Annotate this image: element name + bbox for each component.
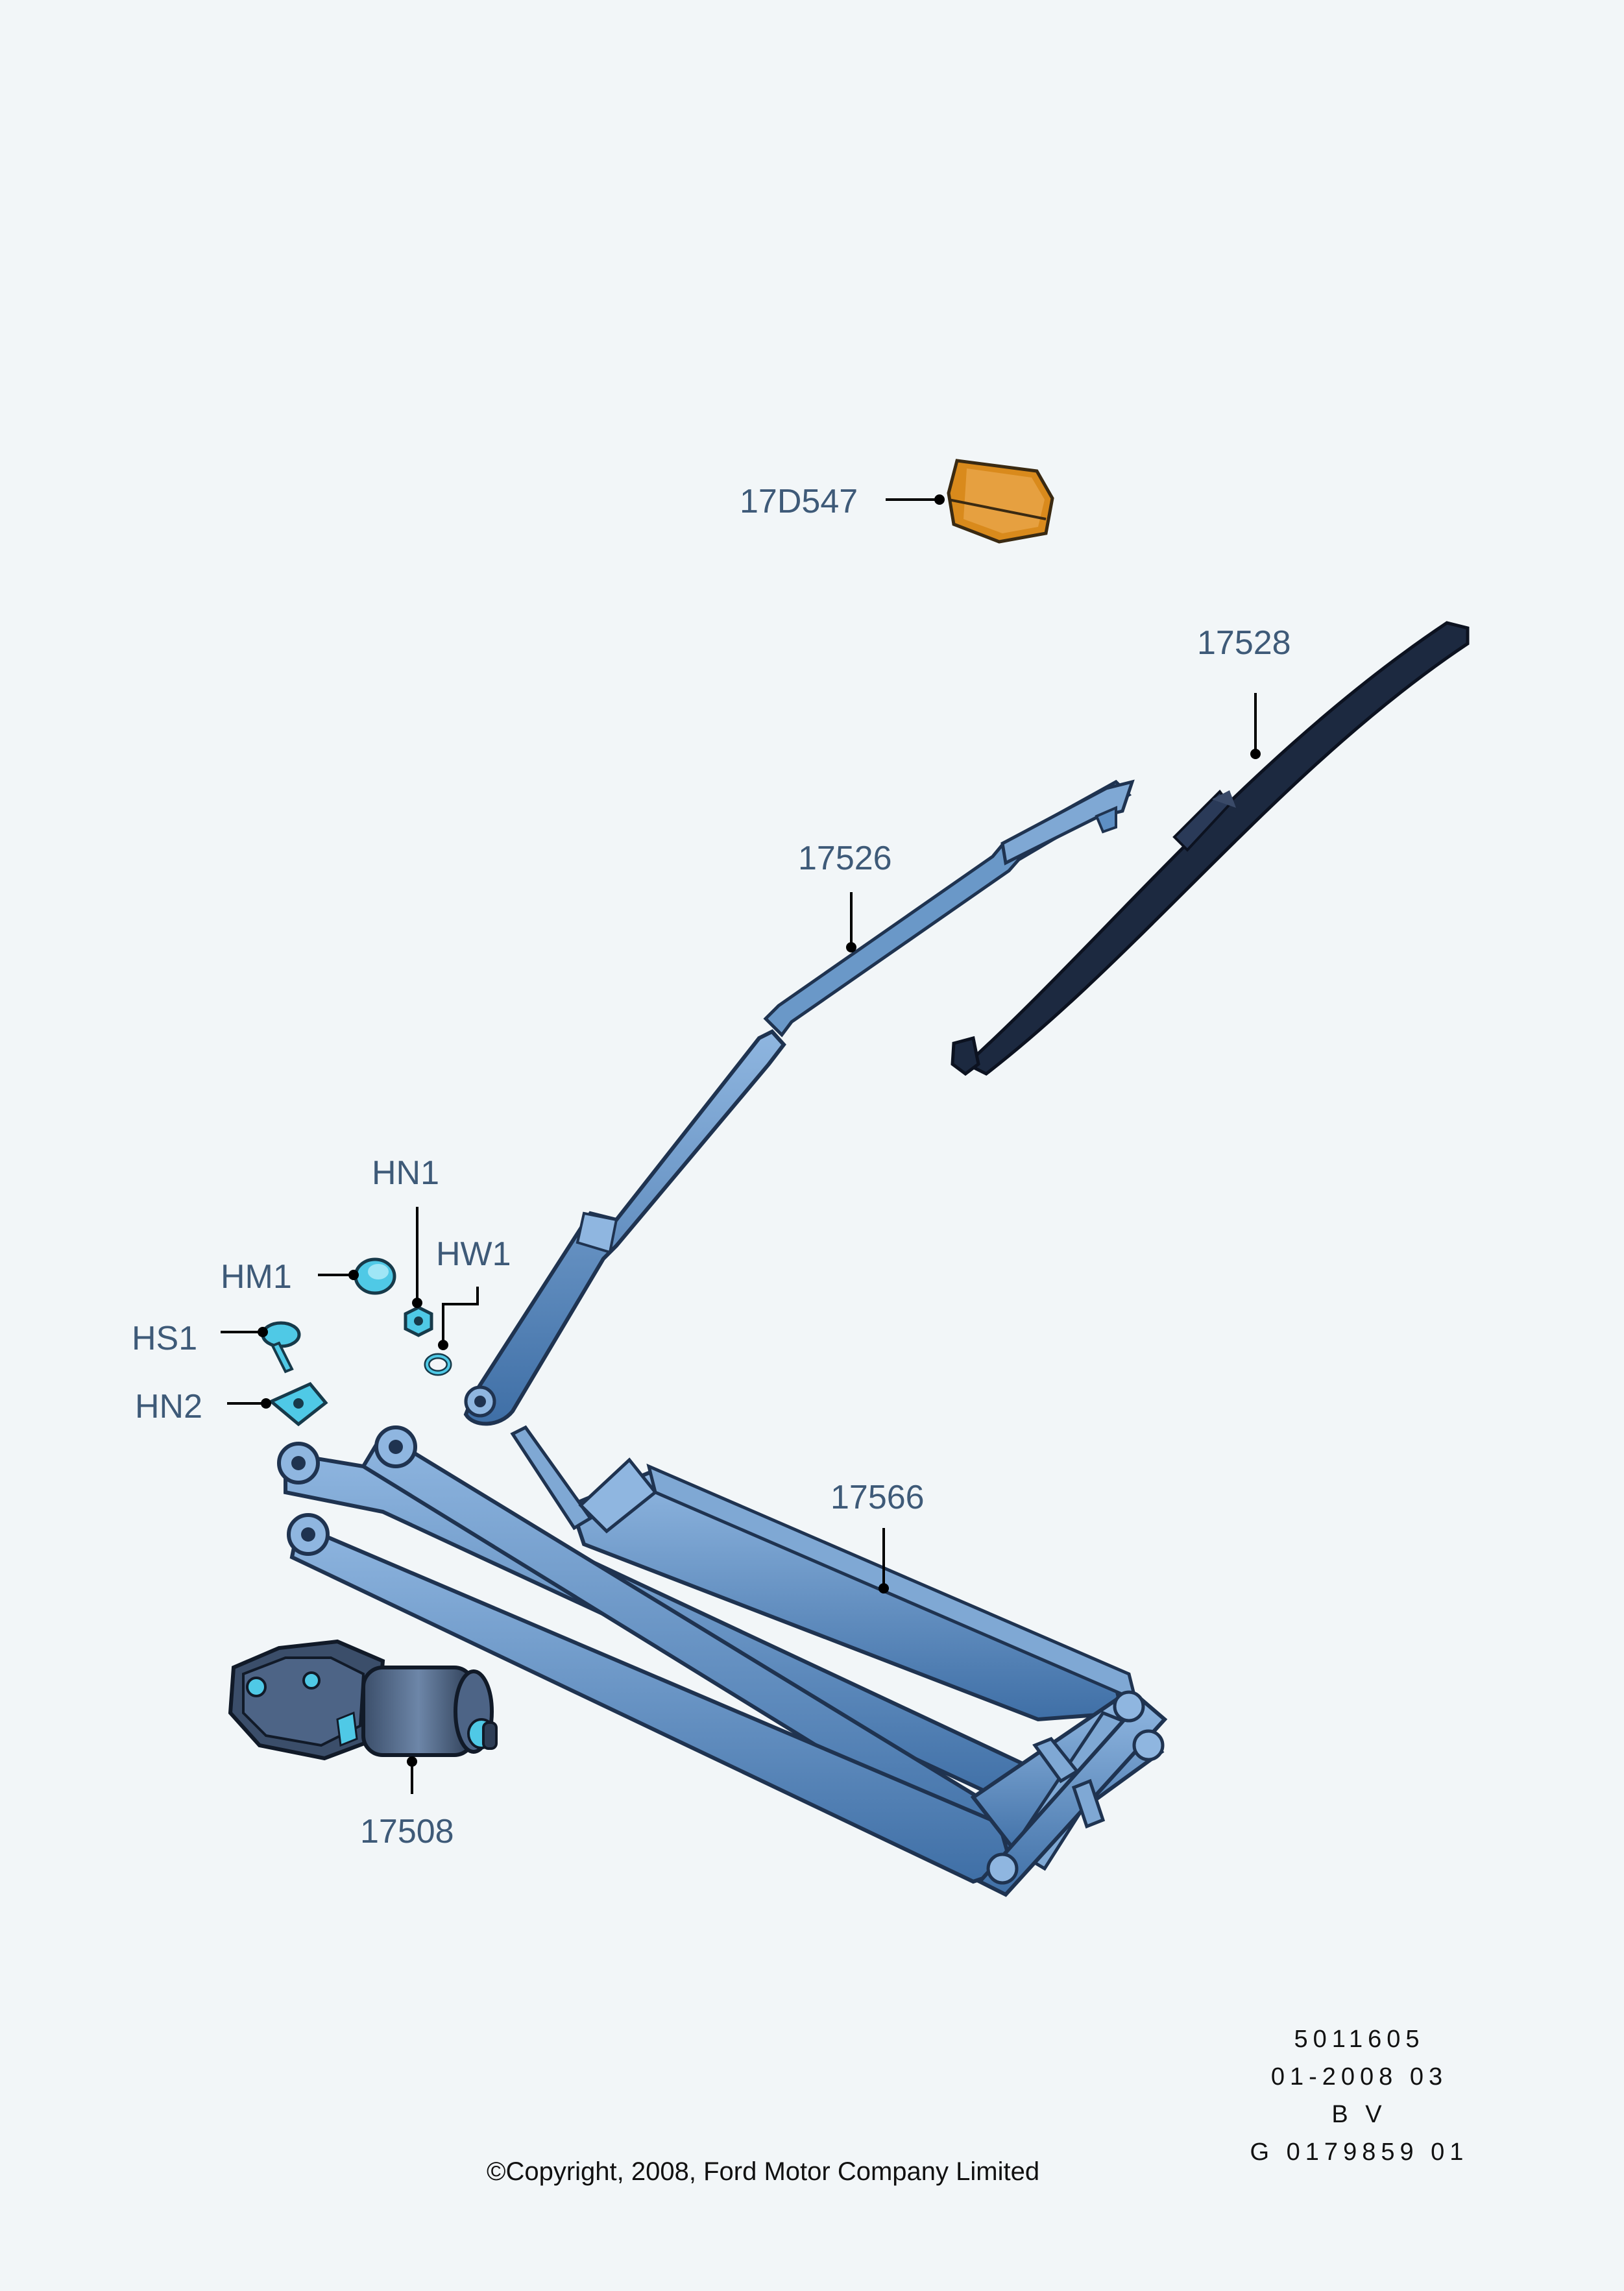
reference-code: B V (1331, 2101, 1387, 2128)
rain-sensor-part (947, 459, 1054, 544)
label-hw1: HW1 (436, 1235, 511, 1273)
label-hm1: HM1 (221, 1258, 292, 1296)
wiper-linkage-part (277, 1425, 1168, 1897)
reference-date: 01-2008 03 (1270, 2063, 1448, 2091)
label-hs1: HS1 (132, 1320, 197, 1357)
label-hn2: HN2 (135, 1388, 202, 1425)
nut-hn1-part (404, 1305, 433, 1337)
copyright-notice: ©Copyright, 2008, Ford Motor Company Lim… (487, 2157, 1040, 2186)
label-17566: 17566 (830, 1479, 925, 1516)
reference-id: G 0179859 01 (1250, 2139, 1469, 2166)
wiper-blade-part (951, 621, 1470, 1076)
leader-lines (221, 494, 1261, 1794)
label-17d547: 17D547 (740, 483, 858, 520)
label-17508: 17508 (360, 1813, 454, 1850)
wiper-motor-part (228, 1639, 498, 1761)
label-17526: 17526 (798, 840, 892, 877)
label-hn1: HN1 (372, 1154, 439, 1192)
reference-number: 5011605 (1294, 2026, 1425, 2053)
washer-hw1-part (424, 1353, 452, 1376)
wiper-arm-part (463, 779, 1135, 1426)
cap-hm1-part (354, 1257, 396, 1295)
screw-hs1-part (261, 1321, 301, 1374)
nut-hn2-part (268, 1381, 328, 1427)
label-17528: 17528 (1197, 624, 1291, 662)
